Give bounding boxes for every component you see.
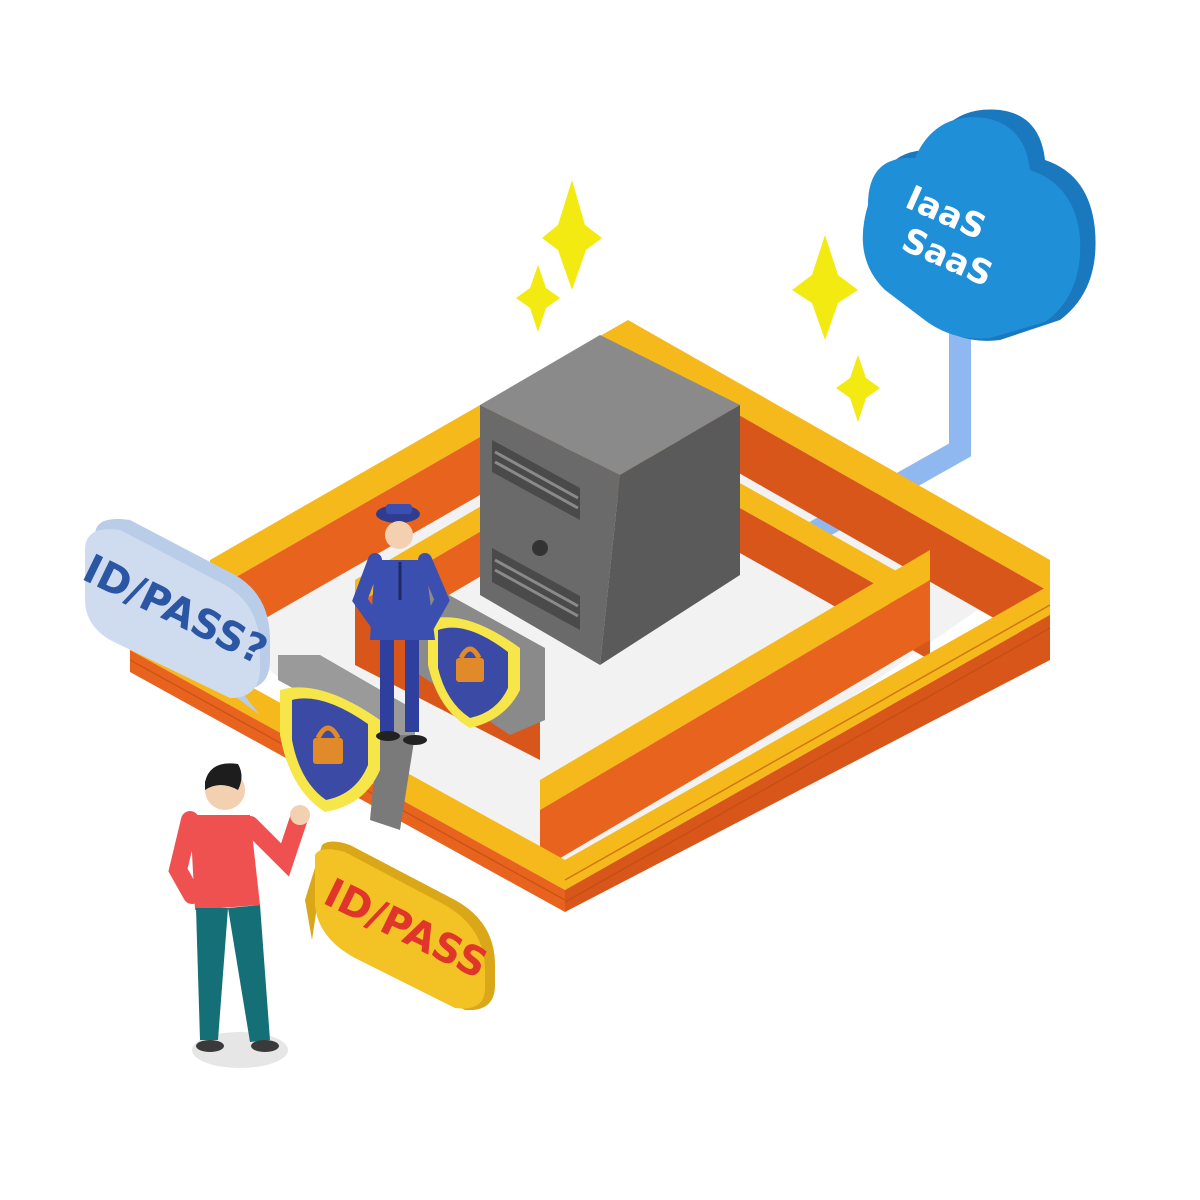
user-person (168, 763, 310, 1052)
cloud-icon (862, 109, 1096, 341)
guard-speech-bubble (85, 519, 270, 715)
sparkle-icon (516, 180, 880, 422)
user-speech-bubble (305, 841, 495, 1011)
shield-icon (280, 617, 520, 812)
server-tower (480, 335, 740, 665)
security-guard (352, 504, 450, 745)
